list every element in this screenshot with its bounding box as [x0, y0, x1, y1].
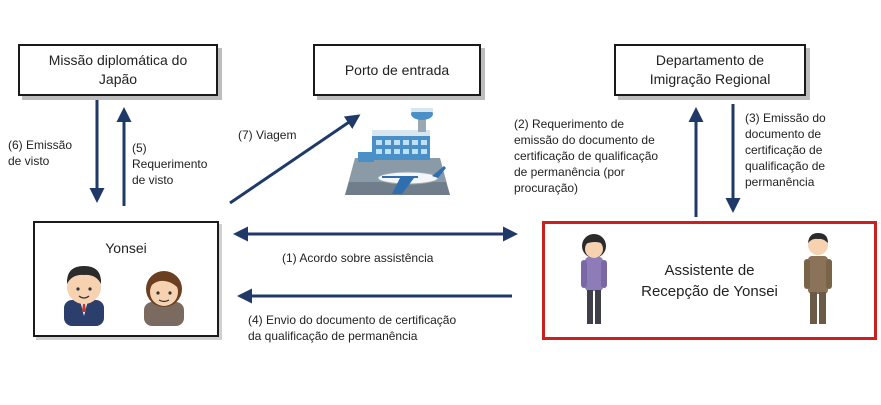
label-6-emissao-visto: (6) Emissão de visto [8, 138, 73, 168]
person-man-icon [804, 233, 832, 324]
label-3-emissao: (3) Emissão do documento de certificação… [745, 111, 826, 189]
assistente-label: Assistente de Recepção de Yonsei [641, 261, 778, 300]
person-woman-icon [144, 271, 184, 326]
label-1-acordo: (1) Acordo sobre assistência [282, 251, 434, 265]
label-2-requerimento: (2) Requerimento de emissão do documento… [514, 117, 659, 195]
label-4-envio: (4) Envio do documento de certificação d… [248, 313, 457, 343]
porto-de-entrada-label: Porto de entrada [344, 61, 450, 78]
yonsei-label: Yonsei [105, 240, 147, 256]
label-5-requerimento-visto: (5) Requerimento de visto [132, 141, 208, 187]
departamento-imigracao-box: Departamento de Imigração Regional [614, 44, 806, 96]
departamento-imigracao-label: Departamento de Imigração Regional [649, 52, 771, 87]
person-woman-icon [581, 234, 607, 324]
label-7-viagem: (7) Viagem [238, 128, 297, 142]
arrow-7-viagem [229, 114, 361, 205]
person-man-icon [64, 266, 104, 326]
airport-icon [345, 108, 450, 195]
porto-de-entrada-box: Porto de entrada [313, 44, 481, 96]
missao-diplomatica-box: Missão diplomática do Japão [18, 44, 218, 96]
missao-diplomatica-label: Missão diplomática do Japão [48, 52, 188, 87]
